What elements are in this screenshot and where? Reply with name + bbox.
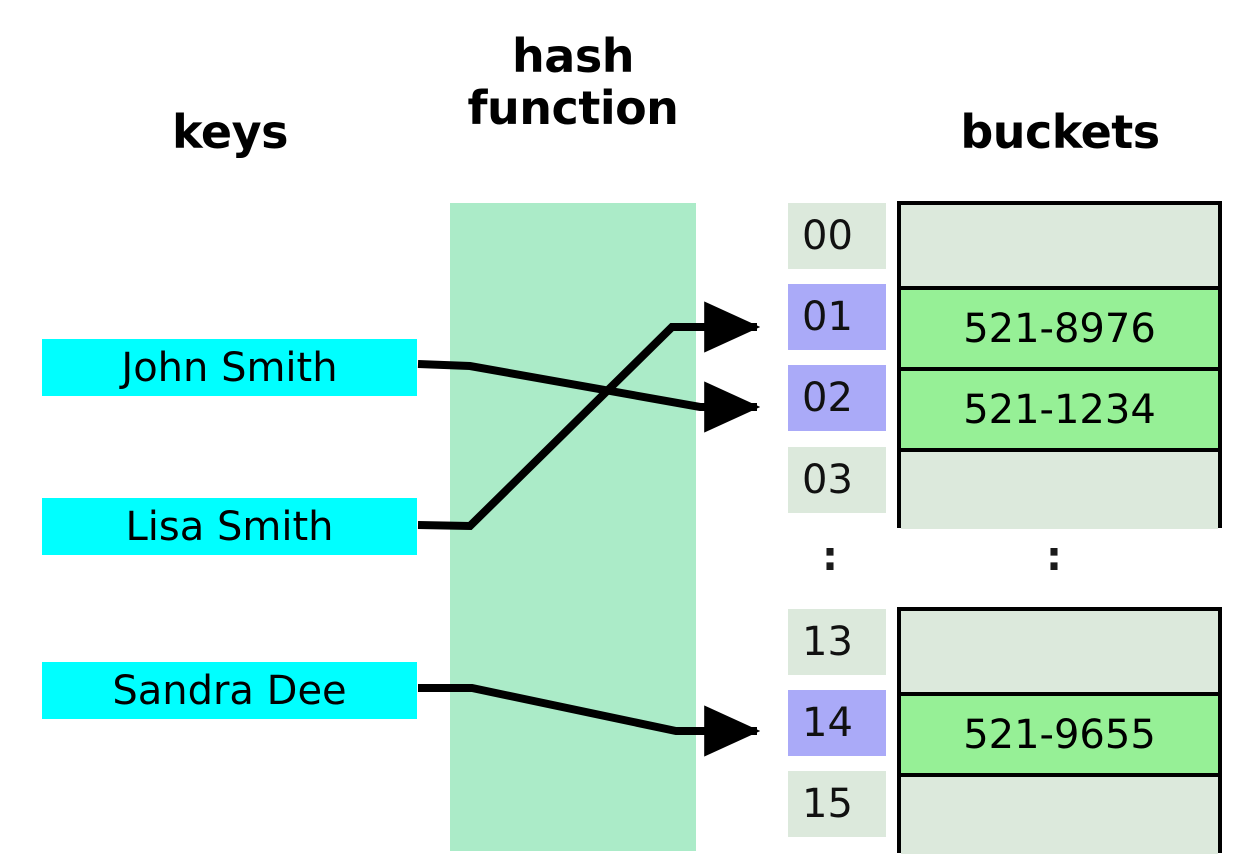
bucket-row bbox=[901, 448, 1218, 529]
hash-function-heading: hash function bbox=[467, 29, 679, 135]
index-cell-14: 14 bbox=[788, 690, 886, 756]
bucket-row bbox=[901, 773, 1218, 854]
bucket-column-ellipsis: : bbox=[1046, 534, 1062, 580]
bucket-row: 521-8976 bbox=[901, 286, 1218, 367]
bucket-row bbox=[901, 611, 1218, 692]
key-box-lisa-smith[interactable]: Lisa Smith bbox=[42, 498, 417, 555]
bucket-ellipsis-glyph: : bbox=[1046, 534, 1062, 580]
index-cell-15: 15 bbox=[788, 771, 886, 837]
keys-column-heading: keys bbox=[172, 105, 288, 159]
index-cell-01: 01 bbox=[788, 284, 886, 350]
key-box-john-smith[interactable]: John Smith bbox=[42, 339, 417, 396]
bucket-row bbox=[901, 205, 1218, 286]
hash-function-box bbox=[450, 203, 696, 851]
index-cell-00: 00 bbox=[788, 203, 886, 269]
index-ellipsis-glyph: : bbox=[822, 534, 838, 580]
key-box-sandra-dee[interactable]: Sandra Dee bbox=[42, 662, 417, 719]
buckets-column-heading: buckets bbox=[960, 105, 1160, 159]
bucket-table-top: 521-8976 521-1234 bbox=[897, 201, 1222, 529]
index-cell-13: 13 bbox=[788, 609, 886, 675]
bucket-row: 521-1234 bbox=[901, 367, 1218, 448]
bucket-table-bottom: 521-9655 bbox=[897, 607, 1222, 854]
index-cell-03: 03 bbox=[788, 447, 886, 513]
index-cell-02: 02 bbox=[788, 365, 886, 431]
bucket-row: 521-9655 bbox=[901, 692, 1218, 773]
index-column-ellipsis: : bbox=[822, 534, 838, 580]
